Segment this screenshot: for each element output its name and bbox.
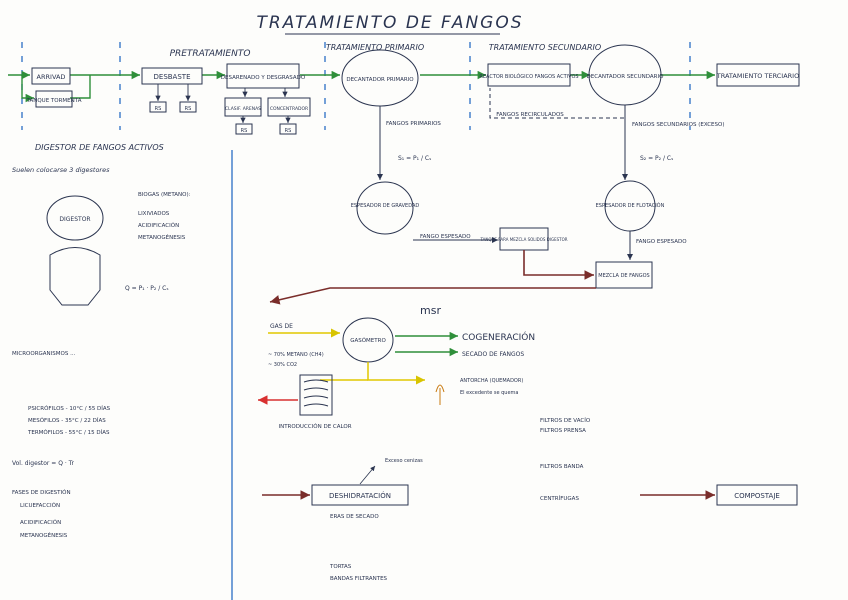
- label-decantador-primario: DECANTADOR PRIMARIO: [346, 77, 414, 83]
- label-espesador-gravedad: ESPESADOR DE GRAVEDAD: [351, 203, 420, 209]
- rs-label-2: RS: [185, 106, 192, 112]
- label-decantador-secundario: DECANTADOR SECUNDARIO: [587, 74, 665, 80]
- fase-3: METANOGÉNESIS: [20, 531, 68, 539]
- formula-f2: Q = P₁ · P₂ / Cₛ: [125, 285, 169, 292]
- eras-2: TORTAS: [329, 564, 352, 570]
- formula-f1: S₁ = P₁ / Cₛ: [398, 155, 431, 162]
- formula-f5: S₂ = P₂ / Cₛ: [640, 155, 673, 162]
- fases-head: FASES DE DIGESTIÓN: [12, 489, 71, 496]
- filtro-3: FILTROS BANDA: [540, 464, 584, 470]
- label-terciario: TRATAMIENTO TERCIARIO: [716, 72, 799, 80]
- label-arrival: ARRIVAD: [37, 73, 66, 81]
- label-tanque-mezcla: TANQUE PARA MEZCLA SOLIDOS DIGESTOR: [479, 237, 567, 242]
- label-fangos-secundarios: FANGOS SECUNDARIOS (EXCESO): [632, 122, 725, 128]
- label-introduccion: INTRODUCCIÓN DE CALOR: [278, 423, 351, 430]
- label-compostaje: COMPOSTAJE: [734, 492, 780, 500]
- digestor-tank-sketch: [50, 248, 100, 306]
- label-espesador-flotacion: ESPESADOR DE FLOTACIÓN: [596, 202, 665, 209]
- label-recirculados: FANGOS RECIRCULADOS: [496, 112, 564, 118]
- section-pretratamiento: PRETRATAMIENTO: [170, 49, 251, 59]
- label-clasificador: CLASIF. ARENAS: [225, 106, 261, 112]
- label-msr: msr: [420, 304, 441, 317]
- filtro-1: FILTROS DE VACÍO: [540, 417, 591, 424]
- temp-3: TERMÓFILOS - 55°C / 15 DÍAS: [27, 429, 110, 436]
- gas-value-1: ~ 70% METANO (CH4): [268, 352, 324, 358]
- gas-value-2: ~ 30% CO2: [268, 362, 297, 368]
- title: TRATAMIENTO DE FANGOS: [256, 13, 523, 33]
- label-fangos-primarios: FANGOS PRIMARIOS: [386, 121, 441, 127]
- biogas-item-3: METANOGÉNESIS: [138, 233, 186, 241]
- digestor-suelen: Suelen colocarse 3 digestores: [12, 166, 110, 174]
- label-antorcha: ANTORCHA (QUEMADOR): [460, 378, 523, 384]
- label-cogeneracion: COGENERACIÓN: [462, 331, 535, 343]
- label-exceso: Exceso cenizas: [385, 458, 423, 464]
- filtro-2: FILTROS PRENSA: [540, 428, 586, 434]
- temp-2: MESÓFILOS - 35°C / 22 DÍAS: [28, 417, 106, 424]
- biogas-item-1: LIXIVIADOS: [138, 211, 170, 217]
- label-desbaste: DESBASTE: [154, 73, 191, 81]
- eras-3: BANDAS FILTRANTES: [330, 576, 388, 582]
- digestor-heading: DIGESTOR DE FANGOS ACTIVOS: [35, 143, 164, 152]
- fase-2: ACIDIFICACIÓN: [20, 519, 61, 526]
- label-biogas: BIOGAS (METANO):: [138, 192, 191, 198]
- label-fango-espesado2: FANGO ESPESADO: [636, 239, 687, 245]
- rs-label-3: RS: [241, 128, 248, 134]
- label-gasometro: GASÓMETRO: [350, 337, 386, 344]
- rs-label-4: RS: [285, 128, 292, 134]
- label-pump: TANQUE TORMENTA: [26, 98, 82, 104]
- flame-icon: [436, 385, 444, 405]
- label-deshidratacion: DESHIDRATACIÓN: [329, 491, 391, 500]
- label-mezcla: MEZCLA DE FANGOS: [598, 273, 649, 279]
- label-secado: SECADO DE FANGOS: [462, 351, 524, 358]
- rs-label-1: RS: [155, 106, 162, 112]
- label-reactor: REACTOR BIOLÓGICO FANGOS ACTIVOS: [479, 73, 578, 80]
- temp-1: PSICRÓFILOS - 10°C / 55 DÍAS: [28, 405, 111, 412]
- heat-coil: [300, 375, 332, 415]
- fase-1: LICUEFACCIÓN: [20, 502, 60, 509]
- section-secundario: TRATAMIENTO SECUNDARIO: [489, 43, 601, 52]
- eras-1: ERAS DE SECADO: [330, 514, 379, 520]
- mesofilos-head: MICROORGANISMOS ...: [12, 351, 76, 357]
- label-digestor: DIGESTOR: [59, 216, 90, 223]
- label-concentrador: CONCENTRADOR: [270, 106, 308, 112]
- label-desarenado: DESARENADO Y DESGRASADO: [221, 75, 306, 81]
- label-antorcha-note: El excedente se quema: [460, 390, 519, 396]
- label-gas-de: GAS DE: [270, 323, 293, 330]
- label-fango-espesado: FANGO ESPESADO: [420, 234, 471, 240]
- biogas-item-2: ACIDIFICACIÓN: [138, 222, 179, 229]
- formula-f3: Vol. digestor = Q · Tr: [12, 460, 74, 467]
- filtro-4: CENTRÍFUGAS: [540, 495, 579, 502]
